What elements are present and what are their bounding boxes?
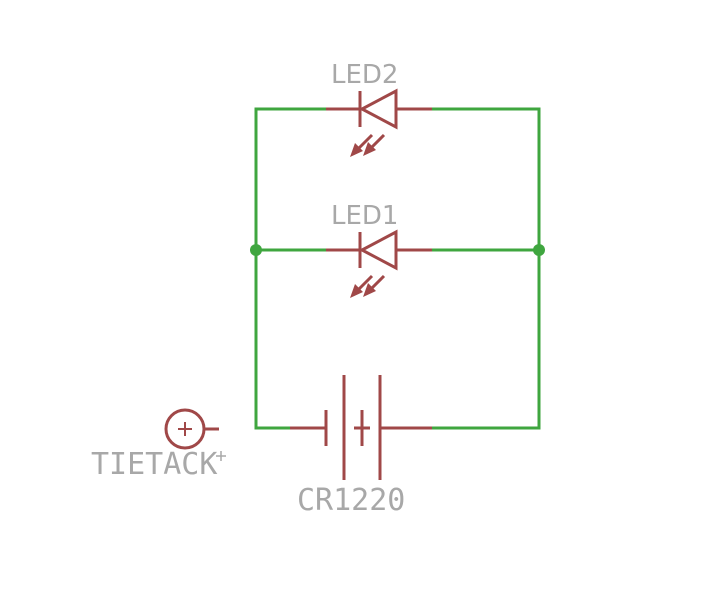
net-top-led2[interactable] bbox=[254, 107, 328, 252]
junction-left bbox=[250, 244, 262, 256]
net-battery-right[interactable] bbox=[430, 248, 541, 430]
net-battery-left[interactable] bbox=[254, 248, 292, 430]
led2-symbol[interactable] bbox=[326, 88, 432, 157]
led1-emission-arrows-icon bbox=[350, 274, 386, 298]
tietack-origin-cross-icon bbox=[216, 451, 226, 461]
led1-label: LED1 bbox=[331, 201, 398, 231]
tietack-symbol[interactable] bbox=[164, 408, 219, 450]
led2-label: LED2 bbox=[331, 60, 398, 90]
net-top-led2-right[interactable] bbox=[430, 107, 541, 252]
led2-triangle bbox=[358, 88, 398, 130]
battery-symbol[interactable] bbox=[290, 375, 432, 480]
nets bbox=[250, 107, 545, 430]
tietack-label: TIETACK bbox=[91, 447, 217, 482]
junction-right bbox=[533, 244, 545, 256]
led1-triangle bbox=[358, 229, 398, 271]
battery-label: CR1220 bbox=[297, 483, 405, 518]
led1-symbol[interactable] bbox=[326, 229, 432, 298]
led2-emission-arrows-icon bbox=[350, 133, 386, 157]
